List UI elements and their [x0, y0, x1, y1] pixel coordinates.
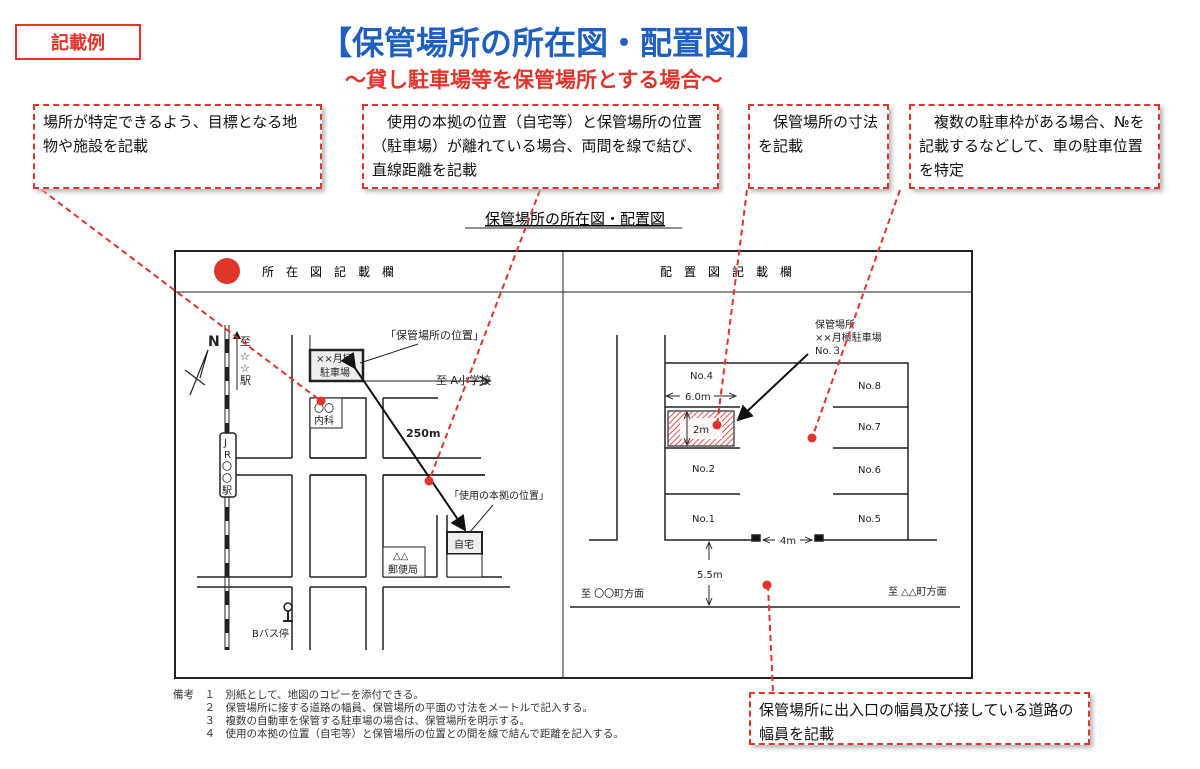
callout-leaders [41, 189, 901, 693]
stall-label: No.1 [692, 514, 715, 525]
storage-label: 保管場所 [815, 318, 855, 331]
to-school-label: 至 A小学校 [436, 373, 491, 387]
distance-label: 250m [406, 427, 440, 440]
page-title: 【保管場所の所在図・配置図】 [320, 24, 769, 62]
callout-stall-number: 複数の駐車枠がある場合、№を記載するなどして、車の駐車位置を特定 [909, 104, 1160, 189]
stall-label: No.4 [690, 371, 713, 382]
station-label: J [223, 438, 227, 449]
callout-road-width: 保管場所に出入口の幅員及び接している道路の幅員を記載 [749, 692, 1090, 745]
location-map [184, 325, 510, 650]
red-circle-mark [214, 258, 240, 284]
stall-label: No.7 [858, 422, 881, 433]
parking-name: 駐車場 [320, 366, 350, 379]
post-office-label: △△ [393, 551, 409, 562]
storage-label: No.３ [815, 346, 842, 357]
stall-label: No.2 [692, 464, 715, 475]
figure-title: 保管場所の所在図・配置図 [485, 210, 665, 228]
direction-right-label: 至 △△町方面 [888, 585, 947, 598]
station-label: 駅 [222, 485, 232, 497]
example-badge: 記載例 [15, 24, 141, 60]
left-header: 所 在 図 記 載 欄 [262, 264, 394, 279]
bus-stop-label: Bバス停 [252, 627, 289, 640]
stall-label: No.6 [858, 465, 881, 476]
direction-left-label: 至 〇〇町方面 [581, 587, 644, 600]
station-label: 〇 [222, 473, 232, 485]
clinic-label: 〇〇 [314, 403, 334, 415]
form-frame [174, 250, 973, 679]
width-label: 6.0m [685, 392, 711, 403]
to-station-label: 至 [240, 335, 251, 348]
depth-label: 2m [693, 425, 709, 436]
stall-label: No.5 [858, 514, 881, 525]
home-label: 自宅 [454, 538, 474, 551]
page-subtitle: ～貸し駐車場等を保管場所とする場合～ [345, 68, 723, 92]
storage-label: ××月極駐車場 [815, 331, 882, 344]
clinic-label: 内科 [314, 414, 334, 427]
layout-plan [570, 335, 960, 608]
to-station-label: ☆ [240, 350, 250, 363]
to-station-label: ☆ [240, 362, 250, 375]
remarks-notes: 備考 １ 別紙として、地図のコピーを添付できる。 ２ 保管場所に接する道路の幅員… [173, 689, 624, 740]
callout-dimensions: 保管場所の寸法を記載 [748, 104, 889, 189]
home-location-label: 「使用の本拠の位置」 [449, 489, 549, 502]
layout-labels: 保管場所 ××月極駐車場 No.３ No.4 No.2 No.1 No.8 No… [581, 318, 947, 600]
to-station-label: 駅 [240, 374, 251, 387]
parking-location-label: 「保管場所の位置」 [385, 328, 484, 342]
road-width-label: 5.5m [697, 570, 723, 581]
map-labels: N 至 ☆ ☆ 駅 J R 〇 〇 駅 「保管場所の位置」 ××月極 駐車場 至… [208, 328, 549, 640]
gate-width-label: 4m [780, 536, 796, 547]
north-label: N [208, 334, 220, 350]
right-header: 配 置 図 記 載 欄 [660, 264, 792, 279]
leader-endpoints [316, 396, 817, 590]
station-label: 〇 [222, 461, 232, 473]
callout-distance: 使用の本拠の位置（自宅等）と保管場所の位置（駐車場）が離れている場合、両間を線で… [362, 104, 719, 189]
parking-name: ××月極 [316, 352, 353, 365]
stall-label: No.8 [858, 381, 881, 392]
post-office-label: 郵便局 [388, 563, 418, 576]
station-label: R [224, 450, 231, 461]
callout-landmark: 場所が特定できるよう、目標となる地物や施設を記載 [33, 104, 322, 189]
